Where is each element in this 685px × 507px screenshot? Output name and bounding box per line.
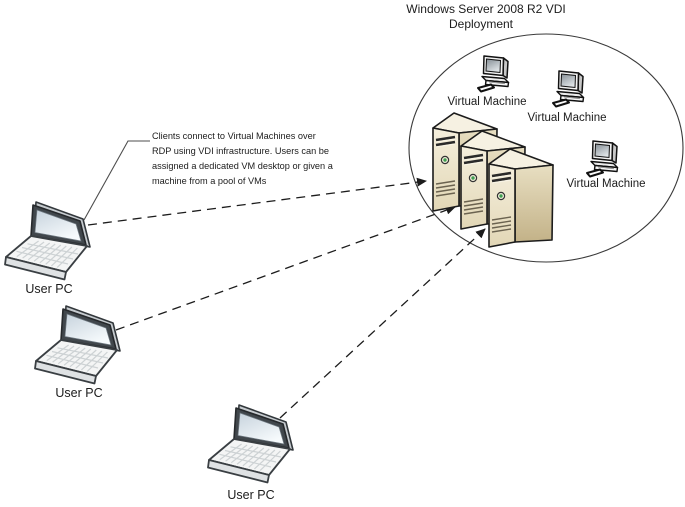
virtual-machine-node-1: Virtual Machine	[447, 55, 527, 108]
desktop-pc-icon	[552, 70, 585, 108]
laptop-icon	[34, 305, 121, 385]
virtual-machine-node-3: Virtual Machine	[566, 140, 646, 190]
annotation-line-4: machine from a pool of VMs	[152, 176, 267, 186]
annotation-line-3: assigned a dedicated VM desktop or given…	[152, 161, 334, 171]
annotation-text: Clients connect to Virtual Machines over…	[152, 131, 334, 186]
desktop-pc-icon	[586, 140, 619, 178]
user-pc-node-3: User PC	[207, 404, 294, 502]
server-tower-3	[487, 147, 555, 249]
user-pc-label-3: User PC	[227, 488, 274, 502]
laptop-icon	[4, 201, 91, 281]
server-stack	[431, 111, 555, 249]
user-pc-node-1: User PC	[4, 201, 91, 296]
rdp-connection-line-2	[115, 205, 456, 331]
laptop-icon	[207, 404, 294, 484]
title-line-1: Windows Server 2008 R2 VDI	[406, 2, 565, 16]
vdi-deployment-boundary-ellipse	[408, 33, 684, 263]
virtual-machine-label-2: Virtual Machine	[527, 112, 606, 124]
desktop-pc-icon	[477, 55, 510, 93]
annotation-line-2: RDP using VDI infrastructure. Users can …	[152, 146, 329, 156]
virtual-machine-node-2: Virtual Machine	[527, 70, 607, 124]
user-pc-label-1: User PC	[25, 282, 72, 296]
virtual-machine-label-3: Virtual Machine	[566, 178, 645, 190]
rdp-connection-line-1	[87, 177, 427, 226]
rdp-connection-line-3	[279, 228, 486, 419]
diagram-title: Windows Server 2008 R2 VDI Deployment	[406, 2, 565, 31]
annotation-leader-line	[83, 140, 150, 221]
user-pc-label-2: User PC	[55, 386, 102, 400]
virtual-machine-label-1: Virtual Machine	[447, 96, 526, 108]
user-pc-node-2: User PC	[34, 305, 121, 400]
title-line-2: Deployment	[449, 17, 514, 31]
annotation-line-1: Clients connect to Virtual Machines over	[152, 131, 316, 141]
